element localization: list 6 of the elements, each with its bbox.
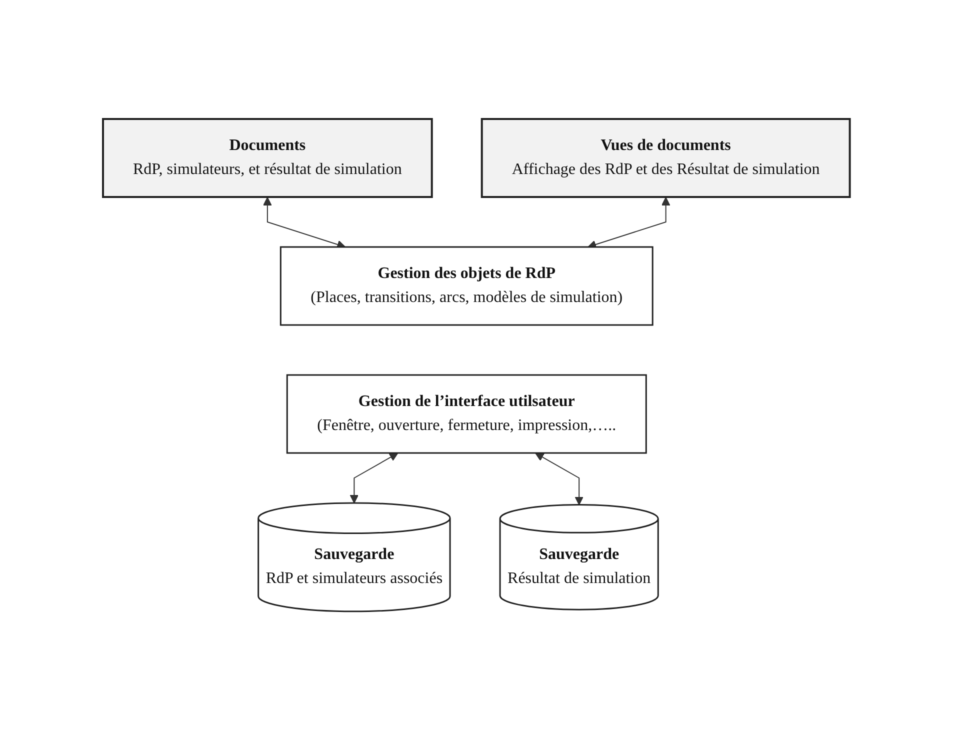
node-box: Gestion des objets de RdP (Places, transitions, arcs, modèles de simulation) [280,246,654,326]
node-box: Documents RdP, simulateurs, et résultat de simulation [102,118,433,198]
node-box: Vues de documents Affichage des RdP et des Résultat de simulation [480,118,851,198]
node-box: Gestion de l’interface utilsateur (Fenêtre, ouverture, fermeture, impression,….. [286,374,647,454]
arrow [350,452,398,504]
arrow [535,452,584,505]
